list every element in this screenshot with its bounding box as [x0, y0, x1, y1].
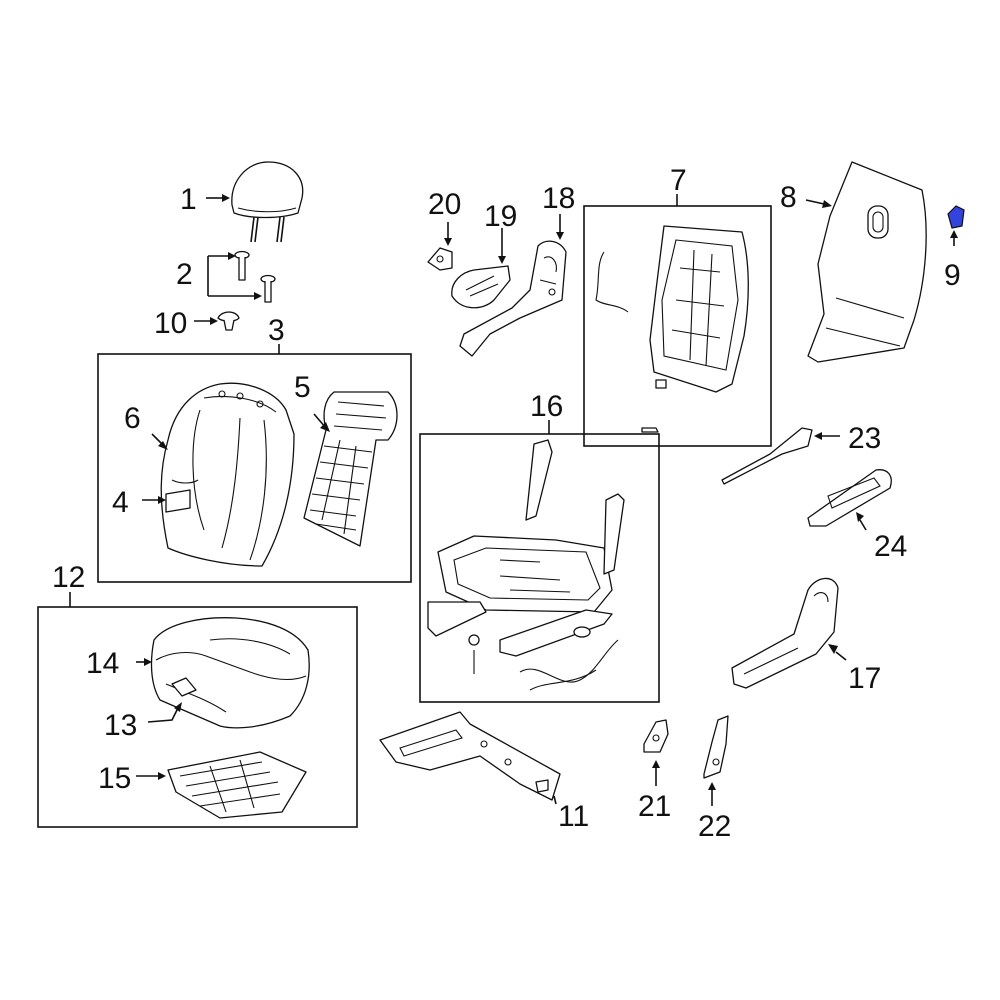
seat-cushion-part[interactable]: [150, 617, 310, 729]
callout-5: 5: [294, 371, 311, 404]
tall-bracket-part[interactable]: [703, 715, 729, 779]
arrow-8: [822, 200, 832, 208]
callout-1: 1: [180, 183, 197, 216]
callout-11: 11: [558, 800, 589, 833]
arrow-6: [158, 441, 168, 450]
arrow-4: [158, 496, 166, 504]
arrow-2: [228, 252, 262, 300]
arrow-9: [950, 230, 958, 238]
callout-15: 15: [98, 762, 131, 795]
seat-frame-part[interactable]: [427, 439, 625, 691]
arrow-5: [320, 422, 330, 432]
leader-2: [207, 255, 258, 297]
headrest-guide-part[interactable]: [234, 250, 276, 303]
callout-17: 17: [848, 662, 881, 695]
callout-4: 4: [112, 486, 129, 519]
callout-20: 20: [428, 188, 461, 221]
arrow-10: [210, 317, 218, 325]
side-shield-part[interactable]: [459, 240, 567, 357]
callout-9: 9: [944, 259, 961, 292]
arrow-14: [144, 658, 152, 666]
box-frame-group: [419, 433, 660, 703]
recliner-cover-part[interactable]: [451, 265, 511, 309]
back-heater-pad-part[interactable]: [303, 391, 398, 547]
bracket-small-part[interactable]: [427, 247, 453, 271]
arrow-13: [174, 702, 182, 712]
callout-10: 10: [154, 307, 187, 340]
leader-13: [147, 707, 179, 723]
callout-18: 18: [542, 182, 575, 215]
cushion-heater-pad-part[interactable]: [167, 751, 307, 819]
callout-23: 23: [848, 422, 881, 455]
callout-21: 21: [638, 790, 671, 823]
arrow-19: [498, 256, 506, 264]
arrow-1: [222, 194, 230, 202]
box-seatback-group: [97, 353, 412, 583]
callout-6: 6: [124, 402, 141, 435]
headrest-part[interactable]: [231, 161, 304, 243]
rail-cover-part[interactable]: [379, 711, 561, 801]
callout-7: 7: [670, 164, 687, 197]
callout-13: 13: [104, 709, 137, 742]
leader-8: [805, 199, 825, 205]
callout-24: 24: [874, 530, 907, 563]
strap-part[interactable]: [165, 489, 191, 513]
back-frame-part[interactable]: [595, 225, 749, 433]
box-cushion-group: [37, 606, 358, 828]
arrow-24: [856, 512, 864, 522]
seatback-cover-part[interactable]: [160, 382, 295, 567]
leader-11: [553, 795, 557, 805]
callout-3: 3: [268, 314, 285, 347]
arrow-18: [556, 232, 564, 240]
leader-17: [835, 651, 847, 661]
leader-24: [859, 519, 867, 531]
arrow-20: [444, 238, 452, 246]
callout-12: 12: [52, 561, 85, 594]
handle-part[interactable]: [807, 469, 892, 527]
arrow-22: [708, 782, 716, 790]
callout-8: 8: [780, 181, 797, 214]
arrow-23: [814, 432, 822, 440]
callout-22: 22: [698, 810, 731, 843]
cap-part-highlighted[interactable]: [947, 205, 965, 229]
hinge-bracket-part[interactable]: [643, 719, 669, 753]
callout-19: 19: [484, 200, 517, 233]
callout-16: 16: [530, 390, 563, 423]
rod-part[interactable]: [721, 427, 813, 485]
arrow-21: [652, 760, 660, 768]
callout-14: 14: [86, 647, 119, 680]
callout-2: 2: [176, 258, 193, 291]
back-panel-part[interactable]: [807, 161, 927, 363]
arrow-17: [828, 644, 838, 654]
arrow-15: [158, 772, 166, 780]
side-trim-part[interactable]: [731, 577, 839, 689]
clip-part[interactable]: [217, 311, 240, 331]
